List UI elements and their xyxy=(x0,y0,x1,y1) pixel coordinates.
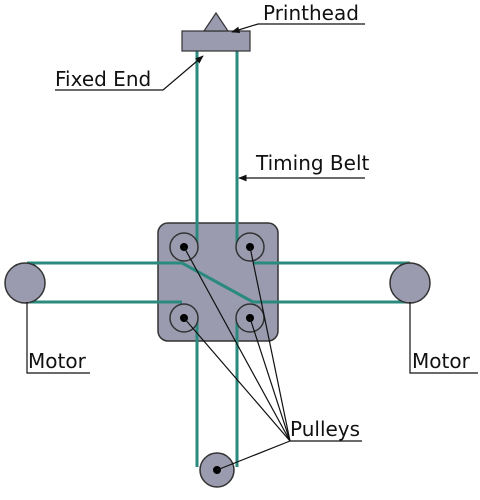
printhead-label: Printhead xyxy=(263,1,359,25)
motor-right-label: Motor xyxy=(412,349,471,373)
pulleys-label: Pulleys xyxy=(290,417,360,441)
motor-right-leader xyxy=(409,302,478,374)
timing-belt-horizontal xyxy=(27,261,410,304)
timing-belt-label: Timing Belt xyxy=(255,151,370,175)
motor-left-leader xyxy=(26,302,90,374)
printhead-leader xyxy=(231,23,365,33)
motor-left-icon xyxy=(4,262,46,304)
pulleys-leaders xyxy=(183,246,362,471)
motor-left-label: Motor xyxy=(28,349,87,373)
fixed-end-label: Fixed End xyxy=(55,67,151,91)
printhead-icon xyxy=(181,11,251,52)
motor-right-icon xyxy=(389,262,431,304)
fixed-end-leader xyxy=(55,55,204,91)
